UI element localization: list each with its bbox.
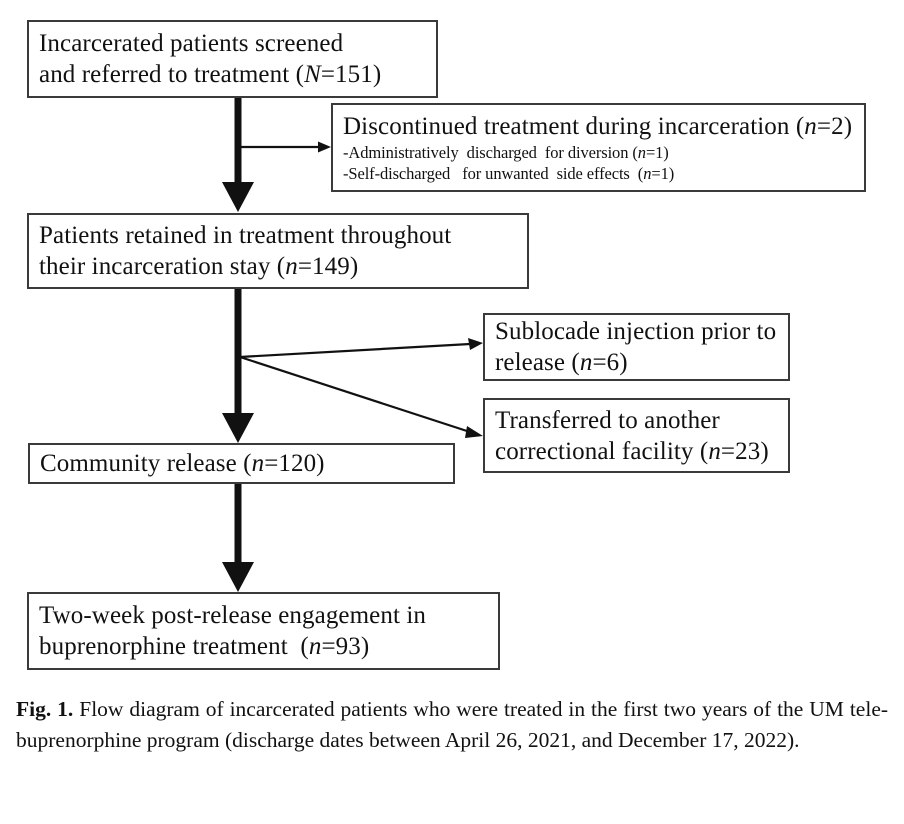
- flow-diagram: Incarcerated patients screened and refer…: [27, 20, 866, 670]
- node-transferred-line-1: Transferred to another: [495, 406, 720, 434]
- connector-retained-to-community: [222, 289, 254, 443]
- connector-screened-to-retained: [222, 98, 254, 212]
- node-discontinued-line-1: Discontinued treatment during incarcerat…: [343, 113, 853, 140]
- node-discontinued: Discontinued treatment during incarcerat…: [331, 103, 866, 192]
- node-screened-line-1: Incarcerated patients screened: [39, 30, 344, 57]
- node-community-release: Community release (n=120): [28, 443, 455, 484]
- connector-retained-to-sublocade: [239, 338, 483, 359]
- node-engagement-line-2: buprenorphine treatment (n=93): [39, 633, 370, 660]
- node-screened: Incarcerated patients screened and refer…: [27, 20, 438, 98]
- connector-community-to-engagement: [222, 484, 254, 592]
- figure-caption-label: Fig. 1.: [16, 697, 74, 721]
- node-engagement-line-1: Two-week post-release engagement in: [39, 602, 427, 629]
- node-sublocade-line-2: release (n=6): [495, 349, 628, 376]
- connector-screened-to-discontinued: [241, 141, 331, 153]
- figure-caption-text: Flow diagram of incarcerated patients wh…: [16, 697, 889, 752]
- figure-caption: Fig. 1. Flow diagram of incarcerated pat…: [16, 694, 888, 756]
- node-engagement: Two-week post-release engagement in bupr…: [27, 592, 500, 670]
- connector-retained-to-transferred: [239, 355, 483, 438]
- node-transferred: Transferred to another correctional faci…: [483, 398, 790, 473]
- node-transferred-line-2: correctional facility (n=23): [495, 437, 769, 465]
- node-screened-line-2: and referred to treatment (N=151): [39, 61, 382, 88]
- node-retained-line-2: their incarceration stay (n=149): [39, 253, 359, 280]
- node-sublocade: Sublocade injection prior to release (n=…: [483, 313, 790, 381]
- node-discontinued-sub-2: -Self-discharged for unwanted side effec…: [343, 164, 675, 183]
- node-discontinued-sub-1: -Administratively discharged for diversi…: [343, 143, 669, 162]
- node-retained-line-1: Patients retained in treatment throughou…: [39, 222, 452, 249]
- node-retained: Patients retained in treatment throughou…: [27, 213, 529, 289]
- node-community-release-line-1: Community release (n=120): [40, 449, 325, 477]
- node-sublocade-line-1: Sublocade injection prior to: [495, 318, 777, 345]
